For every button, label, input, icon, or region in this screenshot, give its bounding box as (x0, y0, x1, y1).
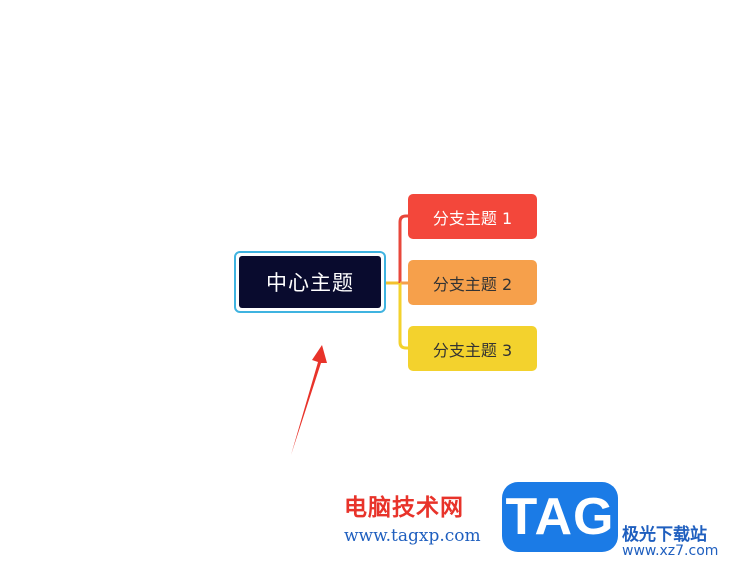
watermark-secondary-site-url: www.xz7.com (622, 543, 719, 559)
watermark-site-title: 电脑技术网 (344, 495, 464, 521)
central-topic-label: 中心主题 (239, 256, 381, 308)
tag-logo: TAG (502, 482, 618, 552)
branch-topic-3[interactable]: 分支主题 3 (408, 326, 537, 371)
watermark-secondary-site-name: 极光下载站 (622, 525, 707, 545)
central-topic-node[interactable]: 中心主题 (234, 251, 386, 313)
branch-topic-2-label: 分支主题 2 (432, 274, 513, 294)
branch-topic-1-label: 分支主题 1 (432, 208, 513, 228)
connector-branch-1 (398, 214, 408, 283)
branch-topic-3-label: 分支主题 3 (432, 340, 513, 360)
connector-branch-3 (398, 283, 408, 350)
watermark-site-url: www.tagxp.com (344, 526, 481, 546)
branch-topic-1[interactable]: 分支主题 1 (408, 194, 537, 239)
branch-topic-2[interactable]: 分支主题 2 (408, 260, 537, 305)
